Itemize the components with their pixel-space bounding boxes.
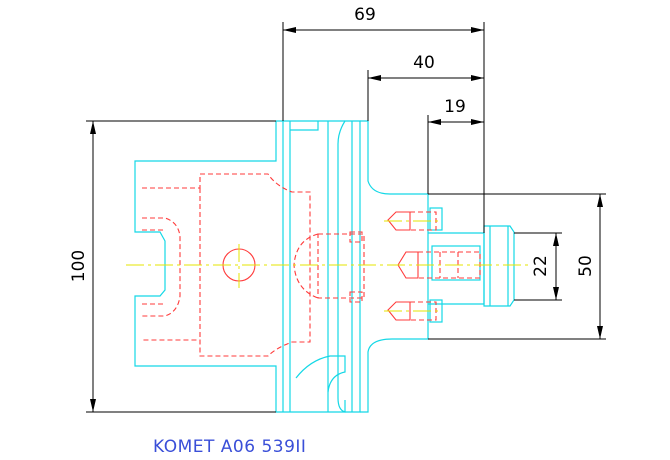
slot-top bbox=[142, 217, 181, 317]
dim-19-arrow-right bbox=[471, 119, 484, 125]
front-shank bbox=[428, 232, 485, 305]
dim-label-100: 100 bbox=[69, 250, 89, 282]
hex-nut bbox=[483, 225, 515, 307]
clamp-nub-bottom bbox=[349, 291, 363, 303]
dim-50-arrow-top bbox=[597, 194, 603, 207]
clamp-nub-top bbox=[349, 231, 363, 243]
dimension-labels: 69 40 19 100 22 50 bbox=[69, 5, 596, 282]
screw-bottom bbox=[387, 301, 411, 321]
dim-40-arrow-left bbox=[368, 75, 381, 81]
dim-22-arrow-top bbox=[553, 233, 559, 246]
dim-label-19: 19 bbox=[444, 97, 466, 117]
dim-label-22: 22 bbox=[531, 255, 551, 277]
dim-22-arrow-bottom bbox=[553, 287, 559, 300]
center-lines bbox=[126, 220, 530, 312]
dim-label-69: 69 bbox=[354, 5, 376, 25]
screw-top bbox=[387, 211, 411, 231]
part-outline bbox=[134, 120, 515, 413]
dim-100-arrow-bottom bbox=[90, 399, 96, 412]
dim-40-arrow-right bbox=[471, 75, 484, 81]
drive-key bbox=[431, 245, 481, 281]
clamp-block bbox=[317, 233, 365, 299]
part-caption: KOMET A06 539II bbox=[153, 437, 307, 457]
dim-label-50: 50 bbox=[576, 255, 596, 277]
dim-50-arrow-bottom bbox=[597, 326, 603, 339]
top-notch bbox=[290, 121, 319, 131]
dim-69-arrow-left bbox=[283, 27, 296, 33]
dim-19-arrow-left bbox=[428, 119, 441, 125]
dim-label-40: 40 bbox=[413, 53, 435, 73]
body-profile bbox=[134, 121, 346, 413]
lower-relief bbox=[295, 355, 346, 393]
hub bbox=[360, 120, 429, 413]
dimension-lines bbox=[86, 22, 606, 413]
flange bbox=[337, 120, 361, 413]
dim-69-arrow-right bbox=[471, 27, 484, 33]
clamp-arc bbox=[293, 233, 319, 299]
dim-100-arrow-top bbox=[90, 121, 96, 134]
